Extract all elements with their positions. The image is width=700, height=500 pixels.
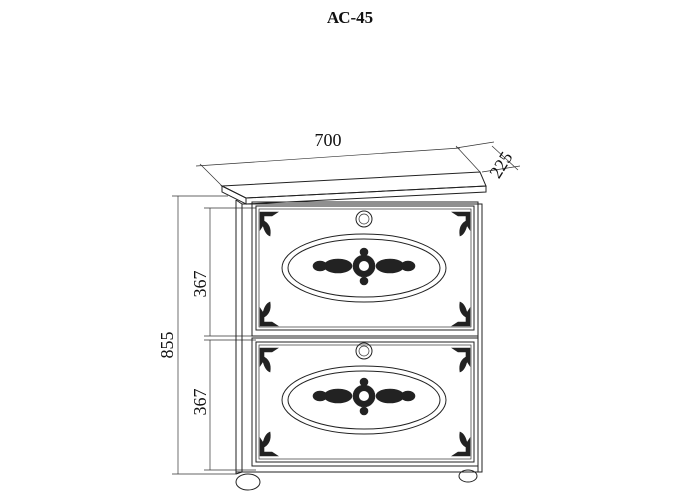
door-upper-label: 367	[190, 271, 210, 298]
cabinet-body	[235, 199, 483, 475]
ornament-upper-center	[312, 247, 416, 286]
door-lower-handle	[355, 342, 373, 360]
foot-left	[235, 473, 261, 491]
foot-right	[458, 469, 478, 483]
width-label: 700	[315, 130, 342, 150]
door-upper-dimension: 367	[190, 207, 256, 337]
depth-label: 225	[485, 148, 516, 181]
door-lower-label: 367	[190, 389, 210, 416]
depth-dimension: 225	[455, 141, 521, 182]
door-lower	[251, 337, 479, 467]
drawing-title: АС-45	[326, 8, 374, 27]
door-upper	[251, 201, 479, 337]
plinth	[235, 469, 482, 491]
cabinet-top	[220, 171, 487, 205]
height-label: 855	[157, 332, 177, 359]
ornament-upper-corners	[259, 211, 471, 327]
ornament-lower-center	[312, 377, 416, 416]
door-lower-dimension: 367	[190, 339, 256, 471]
width-dimension: 700	[195, 130, 481, 187]
ornament-lower-corners	[259, 347, 471, 457]
height-dimension: 855	[157, 195, 236, 475]
door-upper-handle	[355, 210, 373, 228]
